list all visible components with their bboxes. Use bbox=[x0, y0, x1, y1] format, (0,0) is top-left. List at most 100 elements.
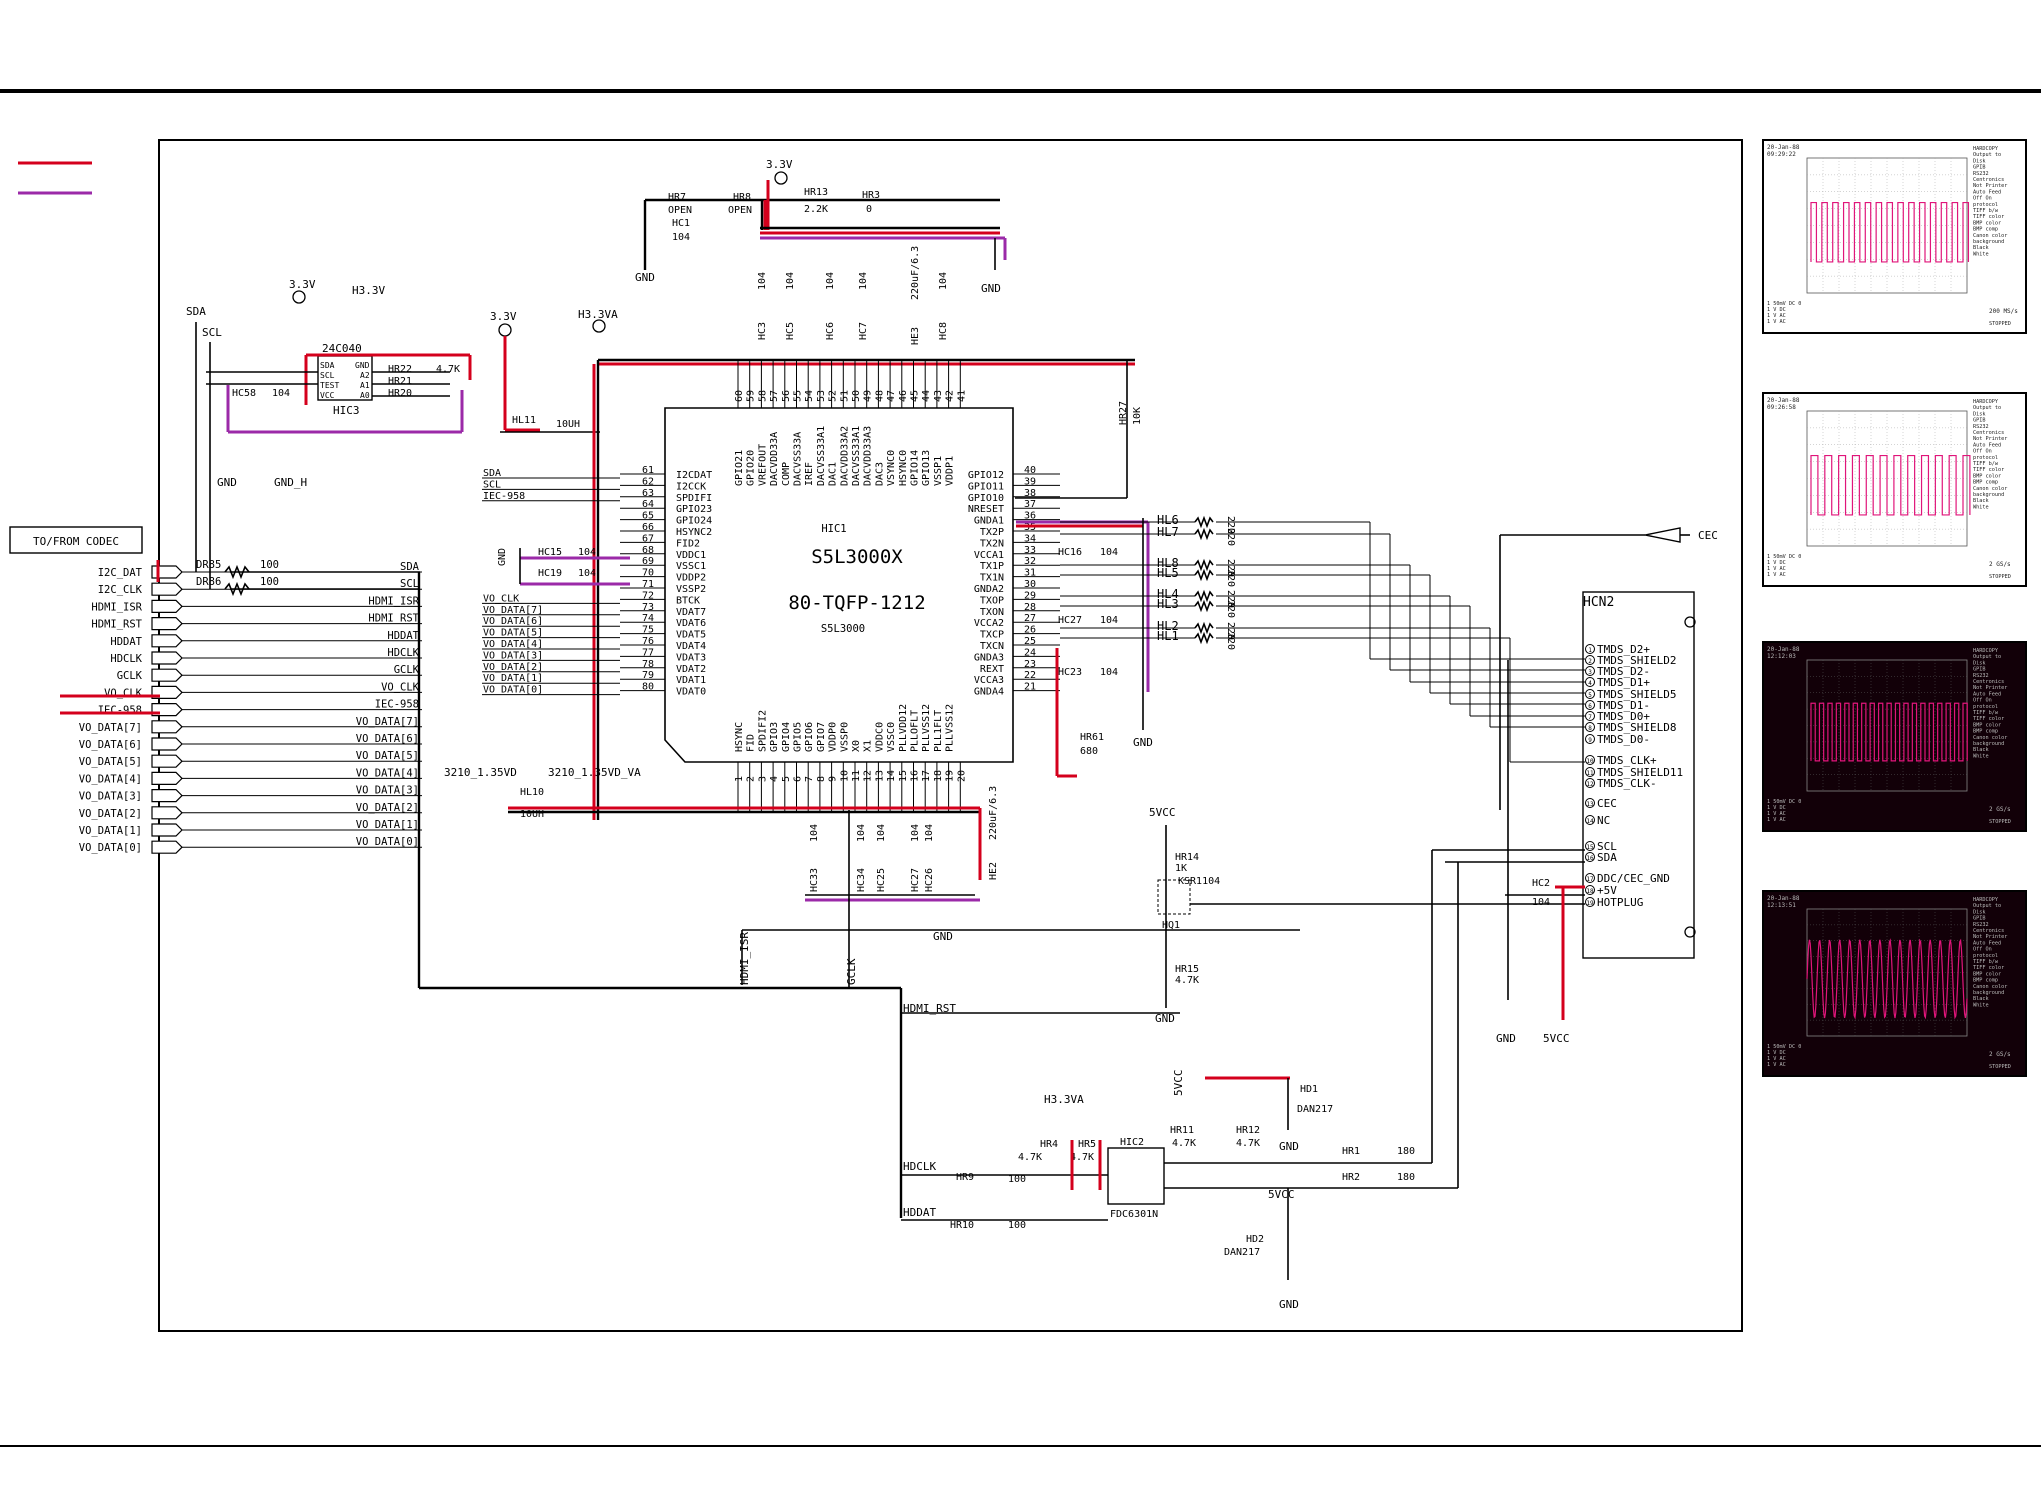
ic-top-pin-name: DACVDD33A bbox=[769, 432, 780, 486]
ic-top-pin-num: 47 bbox=[886, 390, 897, 402]
pwr-gnd-2: GND bbox=[635, 271, 655, 284]
ic-bottom-pin-num: 3 bbox=[757, 776, 768, 782]
scope-menu-item: White bbox=[1973, 1002, 1989, 1008]
hc26-ref: HC26 bbox=[924, 868, 935, 892]
hr3-ref: HR3 bbox=[862, 190, 880, 201]
ic-top-pin-name: VREFOUT bbox=[757, 444, 768, 486]
connector-pin-name: CEC bbox=[1597, 797, 1617, 810]
scope-menu-item: Black bbox=[1973, 498, 1989, 504]
scope-menu-item: HARDCOPY bbox=[1973, 897, 1999, 903]
hc15-value: 104 bbox=[578, 547, 596, 558]
ic-top-pin-num: 56 bbox=[781, 390, 792, 402]
ic-right-pin-num: 29 bbox=[1024, 590, 1036, 601]
scope-menu-item: Centronics bbox=[1973, 177, 2004, 183]
ic-right-pin-num: 22 bbox=[1024, 670, 1036, 681]
scope-menu-item: Output to bbox=[1973, 152, 2001, 158]
ic-right-pin-num: 28 bbox=[1024, 602, 1036, 613]
connector-pin-circle bbox=[1585, 711, 1595, 721]
ic-top-pin-num: 42 bbox=[945, 390, 956, 402]
ic-right-pin-num: 37 bbox=[1024, 499, 1036, 510]
hc15-ref: HC15 bbox=[538, 547, 562, 558]
connector-pin-circle bbox=[1585, 689, 1595, 699]
ic-bottom-pin-num: 8 bbox=[816, 776, 827, 782]
dr85-value: 100 bbox=[260, 559, 279, 571]
scope-menu-item: background bbox=[1973, 741, 2004, 747]
ic-left-pin-net: VO_DATA[6] bbox=[483, 616, 543, 627]
ic-left-pin-num: 67 bbox=[642, 533, 654, 544]
hr12-value: 4.7K bbox=[1236, 1138, 1260, 1149]
ic-right-pin-num: 21 bbox=[1024, 682, 1036, 693]
hr22-ref: HR22 bbox=[388, 364, 412, 375]
hc33-ref: HC33 bbox=[809, 868, 820, 892]
ferrite-value: 220 bbox=[1225, 569, 1236, 587]
right-port-label: VO_CLK bbox=[381, 681, 420, 693]
ic-left-pin-net: VO_DATA[0] bbox=[483, 685, 543, 696]
right-port-label: VO_DATA[3] bbox=[356, 785, 419, 797]
right-port-label: VO_DATA[1] bbox=[356, 819, 419, 831]
right-port-label: SCL bbox=[400, 578, 419, 590]
ferrite-ref: HL3 bbox=[1157, 597, 1179, 611]
left-port-arrow bbox=[151, 634, 183, 648]
connector-pin-circle bbox=[1585, 778, 1595, 788]
scope-menu-item: Disk bbox=[1973, 411, 1986, 417]
connector-pin-name: NC bbox=[1597, 814, 1610, 827]
scope-waveform bbox=[1806, 938, 1968, 1020]
ic-left-pin-num: 62 bbox=[642, 476, 654, 487]
ic-top-pin-num: 48 bbox=[874, 390, 885, 402]
scope-level: 2 GS/s bbox=[1989, 561, 2011, 568]
codec-box bbox=[9, 526, 143, 554]
ic-top-pin-name: GPIO21 bbox=[734, 450, 745, 486]
connector-pin-circle bbox=[1585, 722, 1595, 732]
ic-top-pin-name: GPIO14 bbox=[910, 450, 921, 486]
ic-bottom-pin-num: 10 bbox=[839, 770, 850, 782]
scope-menu-item: Centronics bbox=[1973, 430, 2004, 436]
scope-menu-item: Not Printer bbox=[1973, 436, 2007, 442]
ic-bottom-pin-name: GPIO3 bbox=[769, 722, 780, 752]
ic-top-pin-name: DACVDD33A3 bbox=[863, 426, 874, 486]
scope-menu-item: GPIB bbox=[1973, 165, 1986, 171]
hc26-value: 104 bbox=[924, 824, 935, 842]
hr11-ref: HR11 bbox=[1170, 1125, 1194, 1136]
pwr-5vcc-4: 5VCC bbox=[1172, 1070, 1185, 1097]
ic-bottom-pin-num: 11 bbox=[851, 770, 862, 782]
scope-menu-item: Not Printer bbox=[1973, 685, 2007, 691]
ic-top-pin-num: 54 bbox=[804, 390, 815, 402]
hd1-ref: HD1 bbox=[1300, 1084, 1318, 1095]
scope-channel: 1 V AC bbox=[1767, 313, 1786, 319]
scope-menu-item: background bbox=[1973, 492, 2004, 498]
scope-channel: 1 V DC bbox=[1767, 307, 1786, 313]
connector-pin-num: 6 bbox=[1588, 703, 1592, 710]
connector-pin-name: TMDS_CLK- bbox=[1597, 777, 1657, 790]
scope-menu-item: White bbox=[1973, 753, 1989, 759]
ic-bottom-pin-num: 7 bbox=[804, 776, 815, 782]
hr21-ref: HR21 bbox=[388, 376, 412, 387]
eeprom-part: 24C040 bbox=[322, 342, 362, 355]
left-gnd-label: GND bbox=[497, 548, 508, 566]
ic-left-pin-num: 64 bbox=[642, 499, 654, 510]
ic-bottom-pin-name: PLLOFLT bbox=[910, 710, 921, 752]
connector-pin-name: TMDS_D0- bbox=[1597, 733, 1650, 746]
ic-left-pin-name: GPIO24 bbox=[676, 516, 712, 527]
ic-bottom-pin-num: 5 bbox=[781, 776, 792, 782]
ic-left-pin-net: VO_CLK bbox=[483, 593, 519, 604]
scope-date: 20-Jan-88 bbox=[1767, 646, 1800, 653]
connector-pin-num: 2 bbox=[1588, 658, 1592, 665]
scope-menu-item: RS232 bbox=[1973, 171, 1989, 177]
hr14-ref: HR14 bbox=[1175, 852, 1199, 863]
left-port-label: VO_CLK bbox=[104, 687, 143, 699]
ic-top-pins: 60GPIO2159GPIO2058VREFOUT57DACVDD33A56CO… bbox=[734, 360, 967, 486]
ferrite-resistor bbox=[1194, 558, 1214, 572]
ic-bottom-pin-num: 12 bbox=[863, 770, 874, 782]
ferrite-resistor bbox=[1194, 515, 1214, 529]
hq1-ref: HQ1 bbox=[1162, 920, 1180, 931]
scope-channel: 1 V AC bbox=[1767, 572, 1786, 578]
left-port-label: HDDAT bbox=[110, 636, 142, 648]
ic-left-pin-name: HSYNC2 bbox=[676, 527, 712, 538]
pwr-h3v3va-2: H3.3VA bbox=[1044, 1093, 1084, 1106]
ferrite-ref: HL7 bbox=[1157, 525, 1179, 539]
connector-pin-name: TMDS_D1- bbox=[1597, 699, 1650, 712]
scope-time: 09:29:22 bbox=[1767, 151, 1796, 158]
connector-pin-circle bbox=[1585, 755, 1595, 765]
connector-pin-circle bbox=[1585, 852, 1595, 862]
hr4-value: 4.7K bbox=[1018, 1152, 1042, 1163]
